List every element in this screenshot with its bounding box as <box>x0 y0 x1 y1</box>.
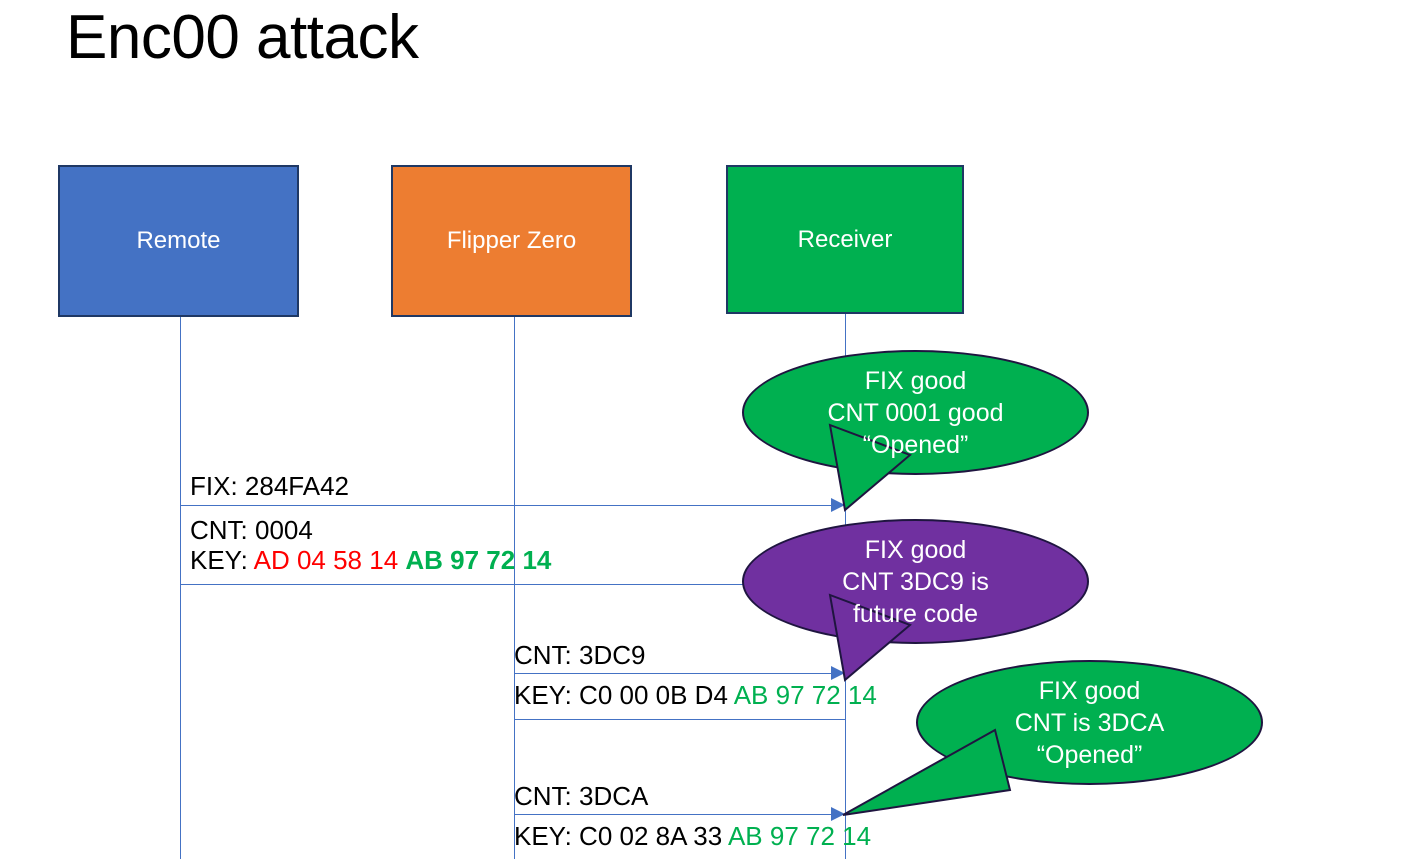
key-prefix: KEY: C0 00 0B D4 <box>514 680 734 710</box>
bubble-3-tail <box>842 728 1012 816</box>
bubble-2-text: FIX good CNT 3DC9 is future code <box>842 534 989 630</box>
message-key-cnt-3dc9: KEY: C0 00 0B D4 AB 97 72 14 <box>514 680 877 711</box>
row-divider-after-cnt-0004 <box>180 584 845 585</box>
actor-label-remote: Remote <box>136 227 221 254</box>
bubble-2-line-3: future code <box>852 599 979 628</box>
actor-box-remote[interactable]: Remote <box>58 165 299 317</box>
key-green-bytes: AB 97 72 14 <box>727 821 872 851</box>
bubble-2: FIX good CNT 3DC9 is future code <box>742 519 1089 644</box>
message-label-cnt-3dc9: CNT: 3DC9 <box>514 640 646 671</box>
row-divider-before-cnt-3dca <box>514 719 845 720</box>
bubble-1-line-2: CNT 0001 good <box>827 398 1004 427</box>
message-fix-line1: FIX: 284FA42 <box>190 471 349 501</box>
lifeline-remote <box>180 317 181 859</box>
key-green-bytes: AB 97 72 14 <box>733 680 877 710</box>
actor-box-flipper-zero[interactable]: Flipper Zero <box>391 165 632 317</box>
bubble-3-line-2: CNT is 3DCA <box>1014 708 1165 737</box>
key-green-bytes: AB 97 72 14 <box>405 544 552 575</box>
bubble-1: FIX good CNT 0001 good “Opened” <box>742 350 1089 475</box>
actor-box-receiver[interactable]: Receiver <box>726 165 964 314</box>
actor-label-receiver: Receiver <box>797 225 893 253</box>
message-label-cnt-0004: CNT: 0004 KEY: AD 04 58 14 AB 97 72 14 <box>190 515 552 576</box>
message-cnt-0004-line1: CNT: 0004 <box>190 515 313 545</box>
message-cnt-0004-key: KEY: AD 04 58 14 AB 97 72 14 <box>190 544 552 576</box>
message-cnt-3dca-line1: CNT: 3DCA <box>514 781 649 811</box>
bubble-2-line-2: CNT 3DC9 is <box>842 567 989 596</box>
page-title: Enc00 attack <box>66 3 419 72</box>
message-arrow-line-fix <box>180 505 845 506</box>
key-prefix: KEY: <box>190 544 254 575</box>
message-label-fix: FIX: 284FA42 <box>190 471 349 502</box>
bubble-2-tail <box>828 593 912 682</box>
message-arrow-head-cnt-3dca <box>831 807 845 821</box>
message-arrow-line-cnt-3dc9 <box>514 673 845 674</box>
bubble-1-tail <box>828 423 912 512</box>
bubble-1-line-3: “Opened” <box>862 430 969 459</box>
bubble-2-line-1: FIX good <box>864 535 967 564</box>
bubble-1-line-1: FIX good <box>864 366 967 395</box>
actor-label-flipper-zero: Flipper Zero <box>446 227 577 254</box>
bubble-3-line-1: FIX good <box>1038 676 1141 705</box>
key-prefix: KEY: C0 02 8A 33 <box>514 821 728 851</box>
bubble-3-text: FIX good CNT is 3DCA “Opened” <box>1015 675 1165 771</box>
key-red-bytes: AD 04 58 14 <box>253 544 406 575</box>
bubble-3-line-3: “Opened” <box>1036 740 1143 769</box>
bubble-1-text: FIX good CNT 0001 good “Opened” <box>827 365 1003 461</box>
message-label-cnt-3dca: CNT: 3DCA <box>514 781 649 812</box>
message-arrow-line-cnt-3dca <box>514 814 845 815</box>
message-arrow-head-cnt-3dc9 <box>831 666 845 680</box>
message-cnt-3dc9-line1: CNT: 3DC9 <box>514 640 646 670</box>
lifeline-flipper-zero <box>514 317 515 859</box>
message-key-cnt-3dca: KEY: C0 02 8A 33 AB 97 72 14 <box>514 821 872 852</box>
message-arrow-head-fix <box>831 498 845 512</box>
